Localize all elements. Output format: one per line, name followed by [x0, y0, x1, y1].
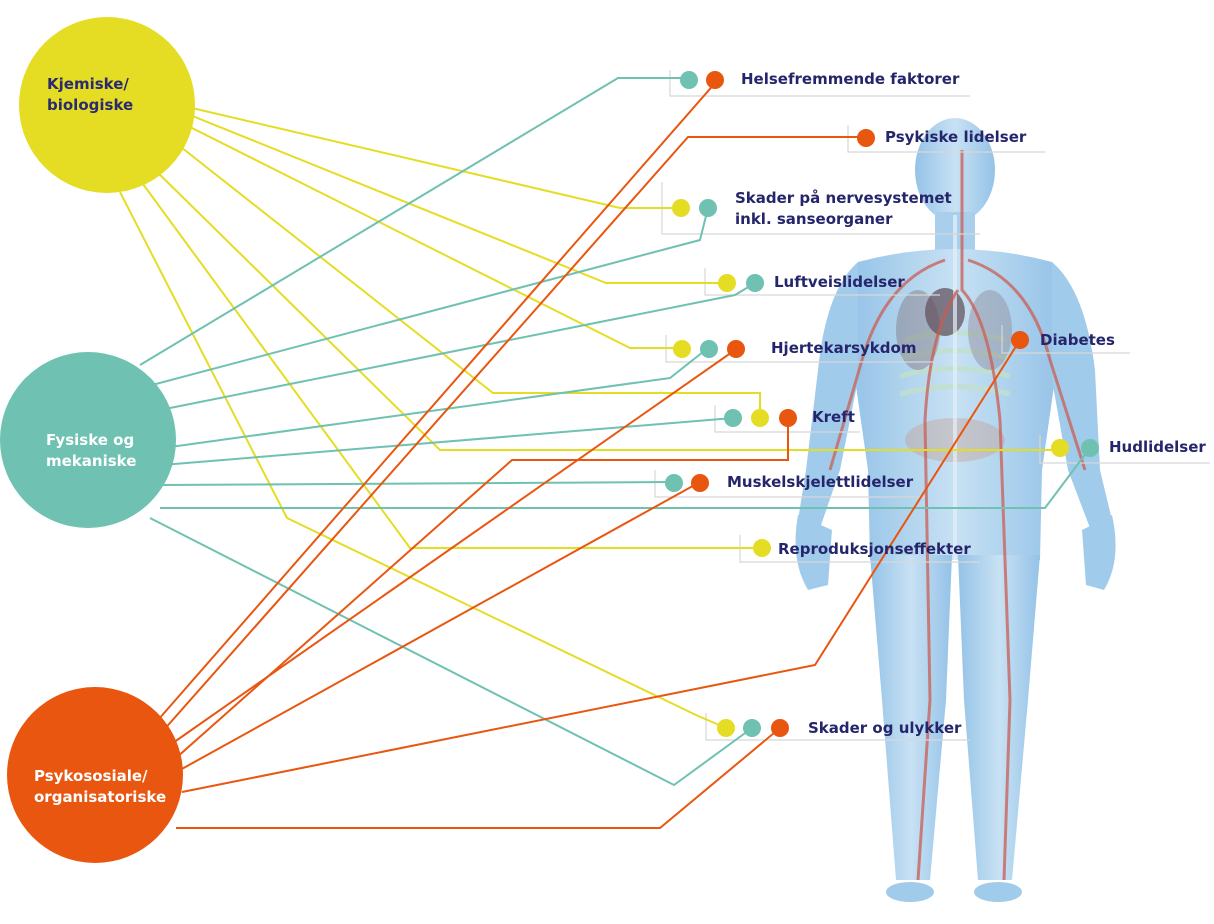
dot-luftvei-physical	[746, 274, 764, 292]
line-physical-muskel	[159, 481, 675, 486]
dot-hjerte-physical	[700, 340, 718, 358]
line-psych-muskel	[179, 481, 701, 771]
dot-skader-chemical	[717, 719, 735, 737]
outcome-label-hjerte: Hjertekarsykdom	[771, 339, 917, 357]
dot-helse-psych	[706, 71, 724, 89]
line-psych-skader	[176, 727, 781, 829]
outcome-label-nerve: Skader på nervesystemet inkl. sanseorgan…	[735, 189, 952, 228]
box-psykiske	[847, 125, 1045, 153]
outcome-label-skader: Skader og ulykker	[808, 719, 962, 737]
box-nerve	[661, 182, 980, 235]
line-psych-kreft	[175, 418, 789, 759]
line-chemical-kreft	[171, 139, 761, 418]
box-repro	[739, 535, 980, 563]
psychosocial-lines	[157, 81, 1021, 829]
line-physical-nerve	[151, 207, 709, 386]
box-skader	[705, 713, 970, 741]
line-chemical-skader	[119, 191, 727, 729]
physical-factor-label: Fysiske og mekaniske	[46, 431, 137, 470]
outcome-label-psykiske: Psykiske lidelser	[885, 128, 1027, 146]
line-chemical-luftvei	[189, 114, 722, 284]
outcome-label-kreft: Kreft	[812, 408, 855, 426]
outcome-label-luftvei: Luftveislidelser	[774, 273, 905, 291]
line-psych-helse	[157, 81, 717, 721]
line-physical-helse	[139, 77, 688, 366]
dot-luftvei-chemical	[718, 274, 736, 292]
outcome-label-helsefremmende: Helsefremmende faktorer	[741, 70, 960, 88]
line-chemical-hud	[149, 164, 1058, 451]
dot-repro-chemical	[753, 539, 771, 557]
line-chemical-nerve	[191, 107, 680, 209]
box-hjerte	[665, 335, 940, 363]
dot-kreft-physical	[724, 409, 742, 427]
outcome-dots	[665, 71, 1099, 737]
physical-lines	[139, 77, 1091, 787]
line-psych-diabetes	[181, 339, 1021, 793]
line-psych-psykiske	[161, 136, 866, 733]
physical-factor-circle	[0, 352, 176, 528]
box-kreft	[714, 405, 860, 433]
dot-muskel-physical	[665, 474, 683, 492]
dot-muskel-psych	[691, 474, 709, 492]
box-hud	[1039, 435, 1210, 464]
dot-hjerte-psych	[727, 340, 745, 358]
outcome-label-diabetes: Diabetes	[1040, 331, 1115, 349]
outcome-label-muskel: Muskelskjelettlidelser	[727, 473, 914, 491]
line-physical-kreft	[161, 417, 734, 466]
outcome-label-hud: Hudlidelser	[1109, 438, 1206, 456]
human-body-illustration	[795, 118, 1116, 902]
dot-nerve-chemical	[672, 199, 690, 217]
psychosocial-factor-label: Psykososiale/ organisatoriske	[34, 767, 167, 806]
connector-lines	[119, 77, 1091, 829]
line-physical-hjerte	[162, 347, 709, 449]
dot-hud-chemical	[1051, 439, 1069, 457]
dot-hud-physical	[1081, 439, 1099, 457]
line-chemical-repro	[139, 179, 762, 549]
dot-psykiske-psych	[857, 129, 875, 147]
chemical-lines	[119, 107, 1058, 729]
chemical-factor-label: Kjemiske/ biologiske	[47, 75, 134, 114]
dot-kreft-psych	[779, 409, 797, 427]
dot-diabetes-psych	[1011, 331, 1029, 349]
chemical-factor-circle	[19, 17, 195, 193]
box-luftvei	[704, 268, 940, 296]
dot-skader-physical	[743, 719, 761, 737]
dot-kreft-chemical	[751, 409, 769, 427]
psychosocial-factor-circle	[7, 687, 183, 863]
box-diabetes	[1001, 325, 1130, 354]
dot-skader-psych	[771, 719, 789, 737]
dot-helse-physical	[680, 71, 698, 89]
outcome-label-repro: Reproduksjonseffekter	[778, 540, 971, 558]
line-chemical-hjerte	[185, 124, 682, 349]
dot-nerve-physical	[699, 199, 717, 217]
line-physical-hud	[160, 447, 1091, 509]
dot-hjerte-chemical	[673, 340, 691, 358]
box-muskel	[654, 470, 925, 498]
line-physical-skader	[149, 517, 753, 787]
